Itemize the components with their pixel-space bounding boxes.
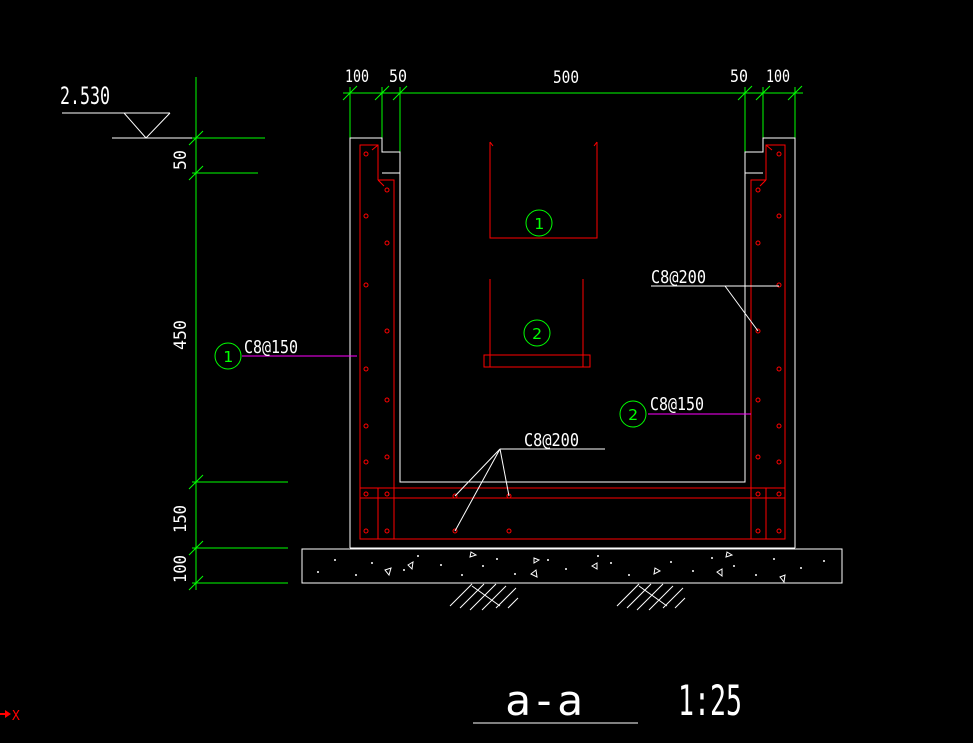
elevation-value: 2.530 bbox=[60, 82, 110, 110]
dim-100-vertical: 100 bbox=[171, 555, 191, 583]
bar-detail-2: 2 bbox=[483, 279, 591, 368]
dim-450-vertical: 450 bbox=[171, 320, 191, 350]
soil-hatch-right bbox=[616, 583, 686, 611]
dim-50-vertical: 50 bbox=[171, 150, 191, 170]
detail-2-number: 2 bbox=[532, 325, 542, 343]
callout-right-wall-bar: 2 C8@150 bbox=[619, 394, 751, 428]
callout-right-spec: C8@150 bbox=[650, 394, 704, 415]
dim-50-right: 50 bbox=[730, 67, 748, 87]
rebar-cage bbox=[359, 144, 786, 540]
section-title-block: a-a 1:25 bbox=[473, 676, 742, 725]
axis-x-label: X bbox=[12, 709, 20, 724]
dim-100-right: 100 bbox=[766, 67, 790, 87]
concrete-foundation bbox=[301, 548, 843, 584]
soil-hatch-left bbox=[449, 583, 519, 611]
callout-right-distribution: C8@200 bbox=[651, 267, 779, 332]
callout-left-spec: C8@150 bbox=[244, 337, 298, 358]
detail-1-number: 1 bbox=[534, 215, 544, 233]
section-title: a-a bbox=[505, 676, 583, 725]
dim-150-vertical: 150 bbox=[171, 505, 191, 533]
drawing-scale: 1:25 bbox=[678, 676, 742, 725]
left-dimension-chain: 50 450 150 100 bbox=[171, 77, 288, 591]
dim-50-left: 50 bbox=[389, 67, 407, 87]
elevation-mark: 2.530 bbox=[60, 82, 265, 139]
callout-right-number: 2 bbox=[628, 406, 638, 424]
ucs-axis-icon: X bbox=[0, 709, 20, 724]
top-dimension-chain: 100 50 500 50 100 bbox=[342, 67, 803, 152]
callout-left-number: 1 bbox=[223, 348, 233, 366]
callout-right-dist-spec: C8@200 bbox=[651, 267, 706, 288]
dim-100-left: 100 bbox=[345, 67, 369, 87]
callout-left-wall-bar: 1 C8@150 bbox=[214, 337, 357, 370]
callout-bottom-spec: C8@200 bbox=[524, 430, 579, 451]
bar-detail-1: 1 bbox=[489, 141, 598, 239]
channel-outline bbox=[349, 137, 796, 549]
callout-bottom-distribution: C8@200 bbox=[454, 430, 605, 532]
dim-500: 500 bbox=[553, 68, 579, 88]
